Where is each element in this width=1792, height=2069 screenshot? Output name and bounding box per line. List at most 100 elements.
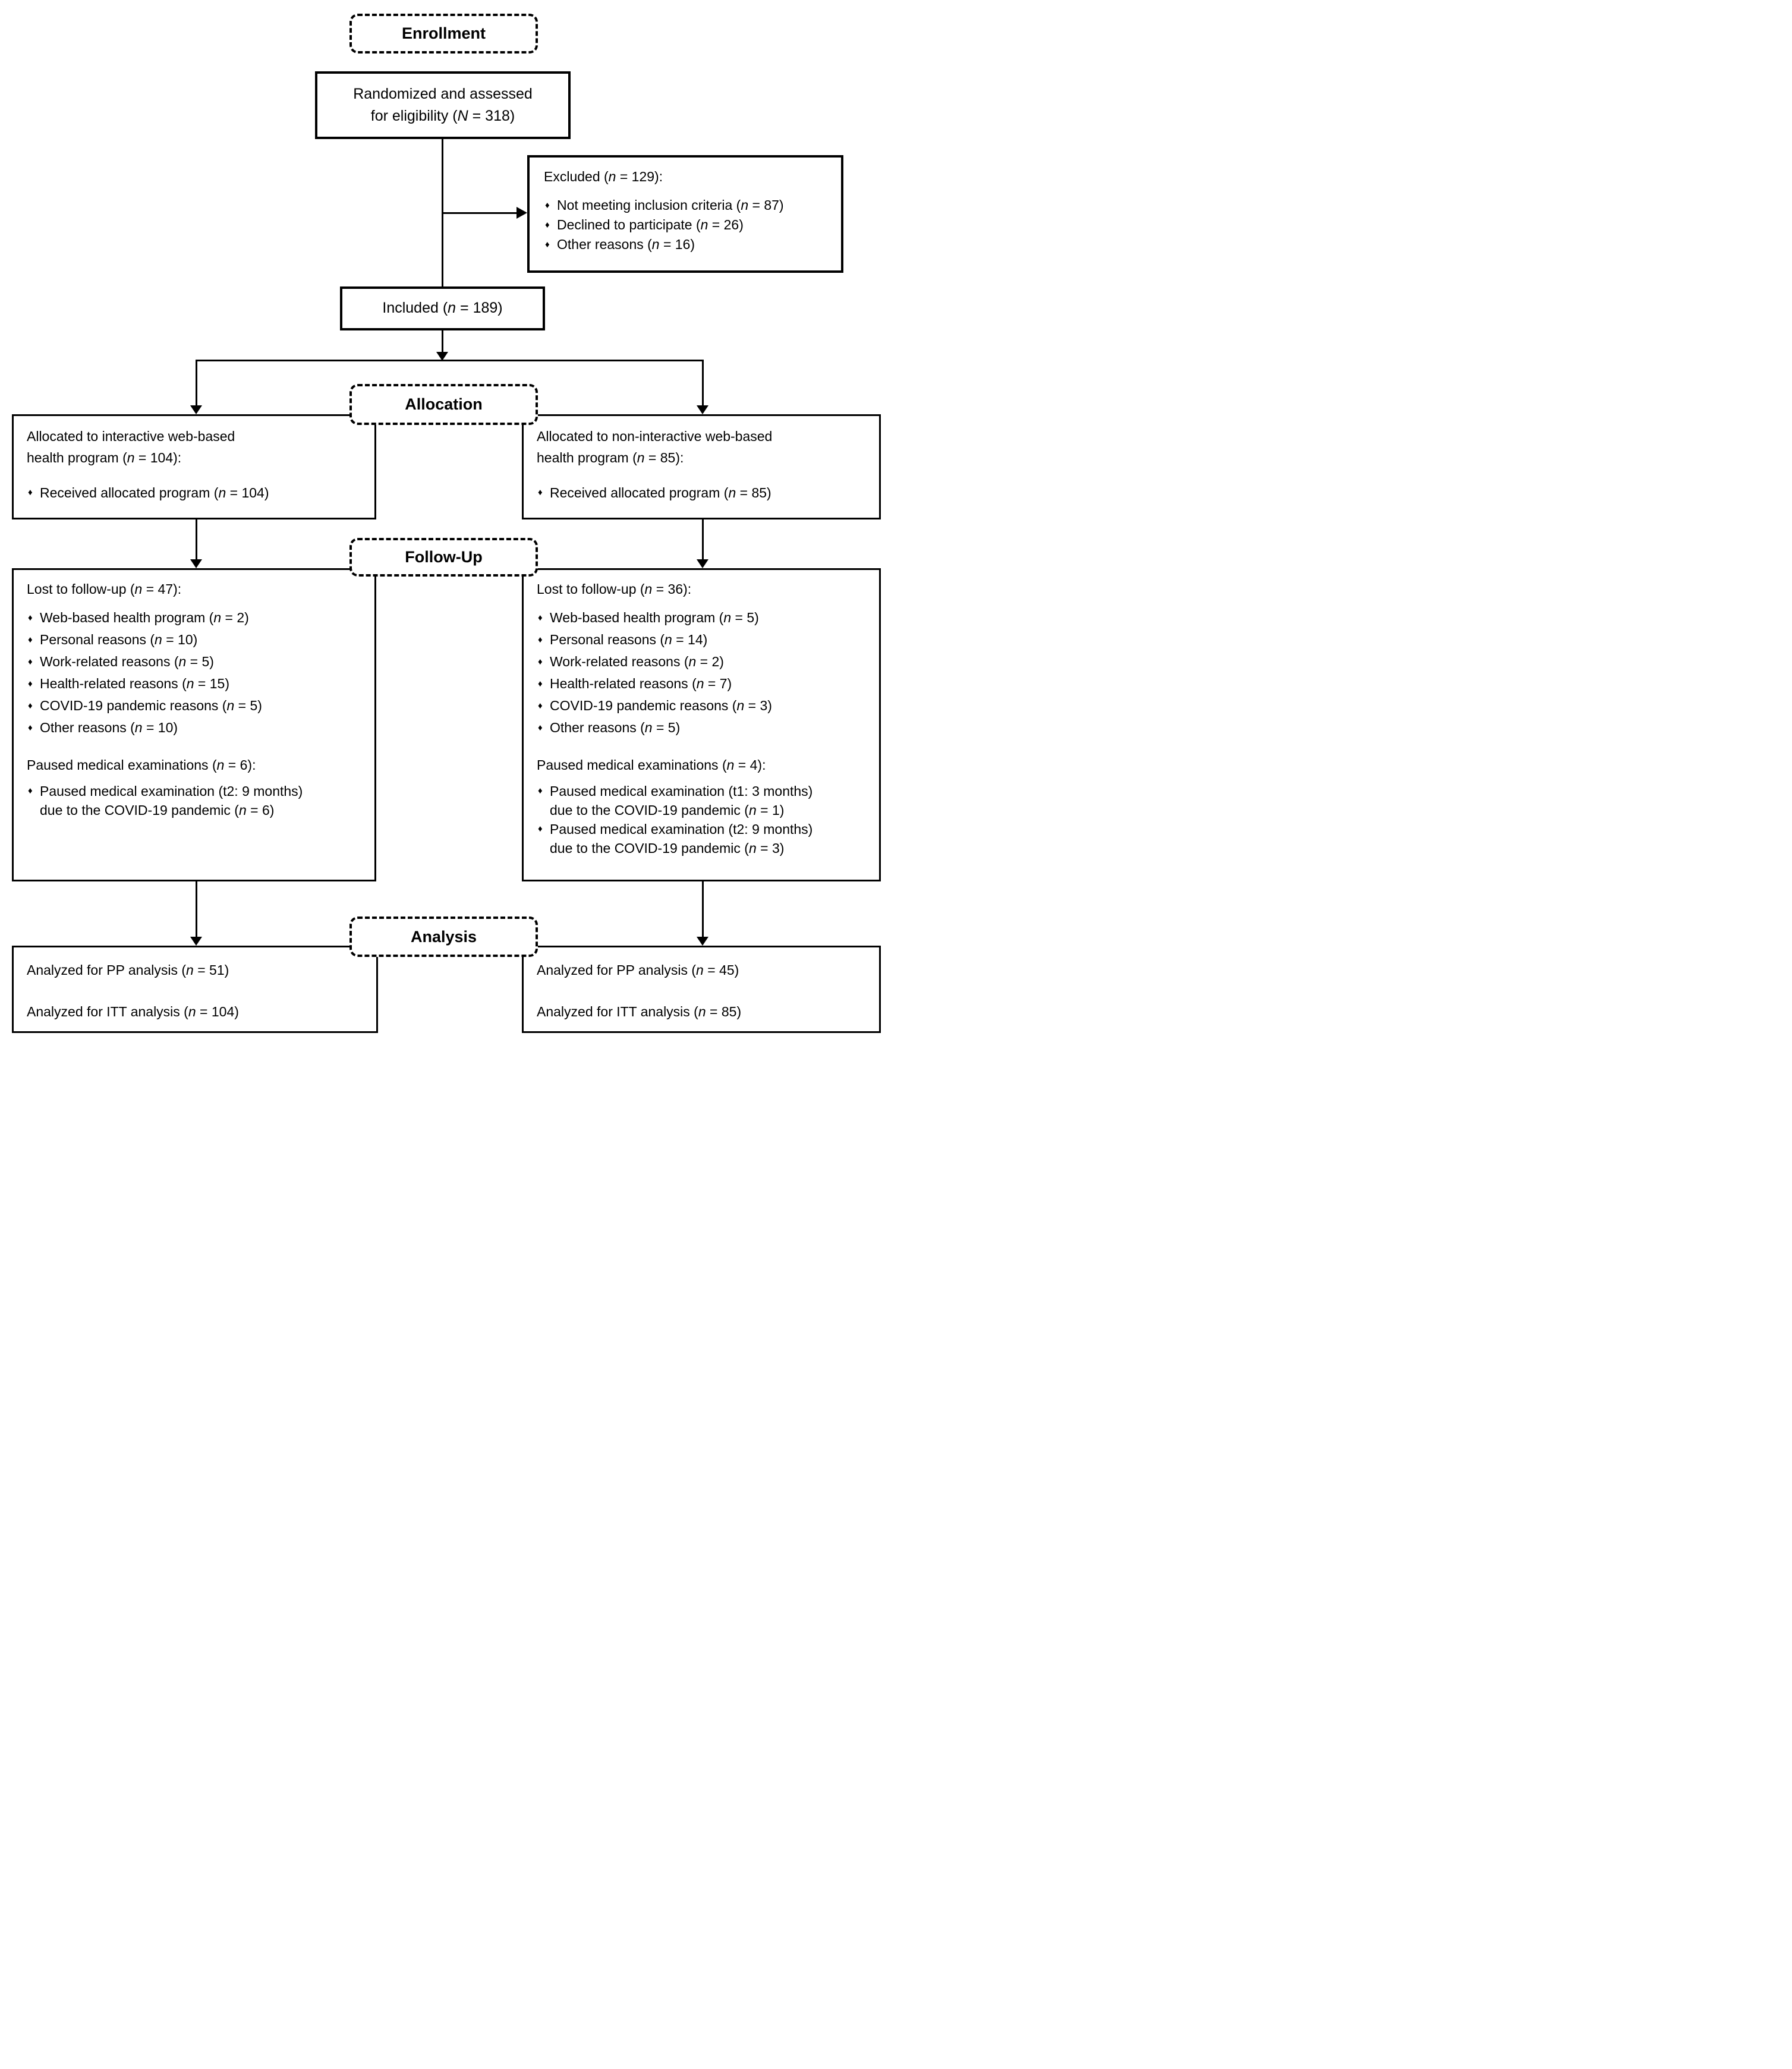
followup-left-paused-title: Paused medical examinations (n = 6): (27, 757, 256, 773)
arrowhead-analysis-right-icon (697, 937, 708, 946)
connector-follow-analysis-right (702, 881, 704, 938)
bullet-item: ♦ Work-related reasons (n = 5) (27, 651, 361, 673)
bullet-item: ♦ Health-related reasons (n = 15) (27, 673, 361, 695)
bullet-diamond-icon: ♦ (538, 635, 543, 645)
excluded-title: Excluded (n = 129): (544, 169, 663, 184)
bullet-text: Other reasons (n = 5) (550, 720, 681, 735)
bullet-diamond-icon: ♦ (538, 701, 543, 711)
bullet-item: ♦ Work-related reasons (n = 2) (537, 651, 866, 673)
analysis-right-itt: Analyzed for ITT analysis (n = 85) (537, 1004, 742, 1019)
bullet-diamond-icon: ♦ (545, 240, 550, 250)
box-included: Included (n = 189) (340, 286, 545, 330)
bullet-diamond-icon: ♦ (28, 679, 33, 689)
stage-allocation-label: Allocation (349, 384, 538, 425)
bullet-text: Personal reasons (n = 14) (550, 632, 708, 647)
bullet-text: Declined to participate (n = 26) (557, 217, 744, 233)
bullet-text: Received allocated program (n = 104) (40, 485, 269, 500)
bullet-text: Not meeting inclusion criteria (n = 87) (557, 197, 784, 213)
arrowhead-split-icon (436, 352, 448, 361)
bullet-item: ♦ Web-based health program (n = 5) (537, 607, 866, 629)
followup-right-paused-list: ♦Paused medical examination (t1: 3 month… (537, 782, 866, 858)
stage-followup-label: Follow-Up (349, 538, 538, 577)
bullet-text: Other reasons (n = 16) (557, 237, 695, 253)
bullet-diamond-icon: ♦ (28, 786, 33, 796)
followup-right-lost-title: Lost to follow-up (n = 36): (537, 581, 692, 597)
bullet-diamond-icon: ♦ (28, 657, 33, 667)
bullet-text: COVID-19 pandemic reasons (n = 5) (40, 698, 262, 713)
connector-split-left (196, 360, 197, 406)
bullet-diamond-icon: ♦ (538, 786, 543, 796)
connector-included-split (442, 330, 443, 353)
included-text: Included (n = 189) (382, 300, 503, 317)
connector-alloc-follow-left (196, 519, 197, 560)
bullet-diamond-icon: ♦ (538, 613, 543, 623)
analysis-right-pp: Analyzed for PP analysis (n = 45) (537, 962, 739, 978)
bullet-text: Work-related reasons (n = 2) (550, 654, 724, 669)
box-followup-left: Lost to follow-up (n = 47): ♦ Web-based h… (12, 568, 376, 881)
bullet-item: ♦ Received allocated program (n = 85) (537, 484, 866, 502)
bullet-diamond-icon: ♦ (28, 487, 33, 497)
arrowhead-alloc-right-icon (697, 405, 708, 414)
arrowhead-analysis-left-icon (190, 937, 202, 946)
allocation-right-list: ♦ Received allocated program (n = 85) (537, 484, 866, 502)
followup-left-lost-title: Lost to follow-up (n = 47): (27, 581, 182, 597)
bullet-item: ♦ Paused medical examination (t2: 9 month… (27, 782, 361, 820)
bullet-diamond-icon: ♦ (538, 657, 543, 667)
bullet-text: Paused medical examination (t2: 9 months… (40, 783, 303, 818)
excluded-list: ♦ Not meeting inclusion criteria (n = 87)… (544, 196, 827, 254)
box-followup-right: Lost to follow-up (n = 36): ♦ Web-based h… (522, 568, 881, 881)
bullet-text: Paused medical examination (t2: 9 months… (550, 821, 813, 856)
bullet-diamond-icon: ♦ (28, 613, 33, 623)
stage-analysis-label: Analysis (349, 917, 538, 957)
bullet-text: COVID-19 pandemic reasons (n = 3) (550, 698, 772, 713)
bullet-diamond-icon: ♦ (545, 200, 550, 211)
bullet-item: ♦ Other reasons (n = 5) (537, 717, 866, 739)
followup-left-paused-list: ♦ Paused medical examination (t2: 9 month… (27, 782, 361, 820)
connector-split-horizontal (196, 360, 704, 361)
stage-enrollment-label: Enrollment (349, 14, 538, 53)
bullet-diamond-icon: ♦ (538, 679, 543, 689)
analysis-left-itt: Analyzed for ITT analysis (n = 104) (27, 1004, 239, 1019)
bullet-text: Personal reasons (n = 10) (40, 632, 198, 647)
box-analysis-right: Analyzed for PP analysis (n = 45) Analyz… (522, 946, 881, 1033)
bullet-item: ♦Health-related reasons (n = 7) (537, 673, 866, 695)
bullet-text: Received allocated program (n = 85) (550, 485, 771, 500)
followup-right-lost-list: ♦ Web-based health program (n = 5) ♦ Person… (537, 607, 866, 739)
connector-alloc-follow-right (702, 519, 704, 560)
bullet-item: ♦ COVID-19 pandemic reasons (n = 5) (27, 695, 361, 717)
bullet-diamond-icon: ♦ (28, 635, 33, 645)
arrowhead-excluded-icon (517, 207, 527, 219)
bullet-text: Health-related reasons (n = 15) (40, 676, 229, 691)
bullet-item: ♦ COVID-19 pandemic reasons (n = 3) (537, 695, 866, 717)
bullet-diamond-icon: ♦ (538, 487, 543, 497)
box-analysis-left: Analyzed for PP analysis (n = 51) Analyz… (12, 946, 378, 1033)
box-excluded: Excluded (n = 129): ♦ Not meeting inclusi… (527, 155, 843, 273)
connector-split-right (702, 360, 704, 406)
bullet-text: Web-based health program (n = 2) (40, 610, 249, 625)
bullet-diamond-icon: ♦ (538, 723, 543, 733)
bullet-text: Work-related reasons (n = 5) (40, 654, 214, 669)
bullet-item: ♦Other reasons (n = 10) (27, 717, 361, 739)
bullet-item: ♦ Personal reasons (n = 10) (27, 629, 361, 651)
analysis-left-pp: Analyzed for PP analysis (n = 51) (27, 962, 229, 978)
bullet-text: Web-based health program (n = 5) (550, 610, 759, 625)
bullet-item: ♦ Personal reasons (n = 14) (537, 629, 866, 651)
bullet-item: ♦Paused medical examination (t1: 3 month… (537, 782, 866, 820)
bullet-diamond-icon: ♦ (538, 824, 543, 834)
bullet-item: ♦ Web-based health program (n = 2) (27, 607, 361, 629)
bullet-item: ♦ Other reasons (n = 16) (544, 235, 827, 254)
bullet-diamond-icon: ♦ (545, 220, 550, 231)
arrowhead-follow-left-icon (190, 559, 202, 568)
bullet-item: ♦ Not meeting inclusion criteria (n = 87) (544, 196, 827, 215)
arrowhead-alloc-left-icon (190, 405, 202, 414)
followup-right-paused-title: Paused medical examinations (n = 4): (537, 757, 766, 773)
bullet-diamond-icon: ♦ (28, 701, 33, 711)
connector-follow-analysis-left (196, 881, 197, 938)
